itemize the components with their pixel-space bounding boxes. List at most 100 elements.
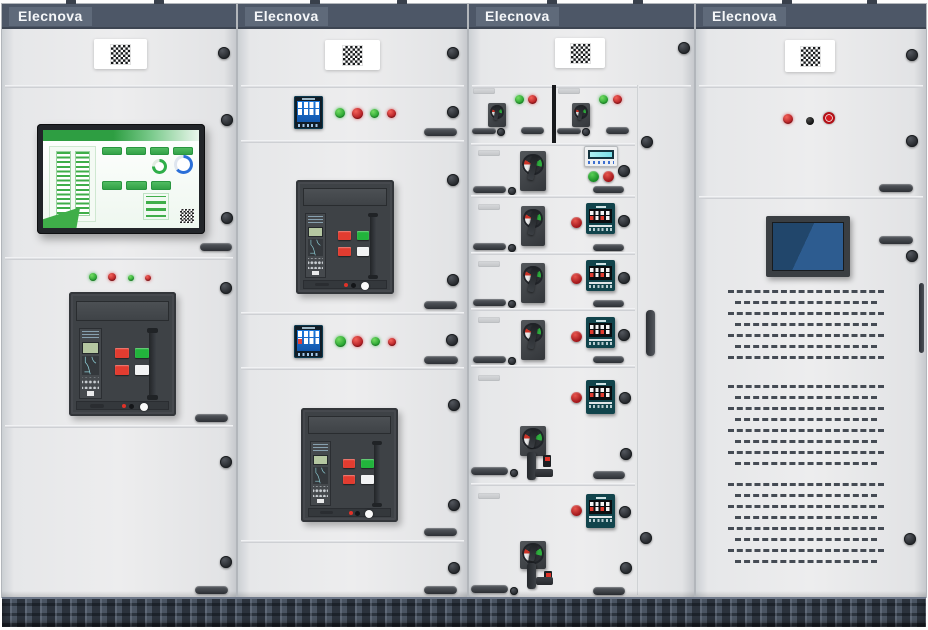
touch-power-meter[interactable] [294,96,323,129]
door-handle[interactable] [195,586,228,594]
drawer-lock-knob[interactable] [582,128,590,136]
acb-off-button[interactable] [338,231,351,241]
drawer-lock-knob[interactable] [618,329,630,341]
acb-trip-reset-button[interactable] [342,475,356,485]
drawer-handle[interactable] [593,356,624,363]
panel-lock-knob[interactable] [446,334,458,346]
drawer-lock-knob[interactable] [620,448,632,460]
panel-lock-knob[interactable] [220,556,232,568]
hmi-touchscreen[interactable] [37,124,205,234]
panel-lock-knob[interactable] [221,114,233,126]
panel-lock-knob[interactable] [218,47,230,59]
acb-test-button[interactable] [135,365,150,376]
led-power-meter[interactable] [586,380,615,414]
drawer-lock-knob[interactable] [508,244,516,252]
drawer-handle[interactable] [473,356,506,363]
meter-screen[interactable] [297,101,320,122]
panel-lock-knob[interactable] [447,174,459,186]
acb-trip-reset-button[interactable] [338,247,351,257]
touch-power-meter[interactable] [294,325,323,358]
door-handle[interactable] [424,301,457,309]
drawer-handle[interactable] [473,299,506,306]
drawer-handle[interactable] [593,244,624,251]
panel-lock-knob[interactable] [906,135,918,147]
drawer-lock-knob[interactable] [620,562,632,574]
lcd-keys[interactable] [588,161,614,164]
door-handle[interactable] [424,586,457,594]
acb-racking-handle[interactable] [371,440,383,508]
meter-screen[interactable] [297,330,320,351]
drawer-lock-knob[interactable] [497,128,505,136]
drawer-handle[interactable] [471,585,508,593]
panel-lock-knob[interactable] [220,282,232,294]
door-handle[interactable] [879,236,913,244]
drawer-handle[interactable] [471,467,508,475]
acb-trip-reset-button[interactable] [115,365,129,376]
door-handle[interactable] [879,184,913,192]
drawer-lock-knob[interactable] [618,165,630,177]
acb-test-button[interactable] [356,247,370,257]
drawer-lock-knob[interactable] [508,357,516,365]
door-handle[interactable] [424,528,457,536]
led-power-meter[interactable] [586,260,615,291]
door-handle[interactable] [424,128,457,136]
drawer-lock-knob[interactable] [510,469,518,477]
rotary-switch[interactable] [488,103,506,127]
start-button[interactable] [588,171,599,182]
acb-setting-dials[interactable] [313,486,328,497]
stop-button[interactable] [571,217,582,228]
panel-lock-knob[interactable] [906,250,918,262]
acb-off-button[interactable] [342,459,356,469]
door-handle[interactable] [200,243,232,251]
drawer-lock-knob[interactable] [618,272,630,284]
hmi-screen[interactable] [43,130,199,228]
drawer-handle[interactable] [593,471,625,479]
led-power-meter[interactable] [586,494,615,528]
drawer-lock-knob[interactable] [619,392,631,404]
led-power-meter[interactable] [586,317,615,348]
drawer-lock-knob[interactable] [619,506,631,518]
stop-button[interactable] [571,273,582,284]
drawer-handle[interactable] [593,186,624,193]
rotary-handle-stem[interactable] [527,563,536,589]
drawer-lock-knob[interactable] [618,215,630,227]
black-push-button[interactable] [806,117,814,125]
panel-lock-knob[interactable] [904,533,916,545]
acb-racking-handle[interactable] [367,212,379,280]
panel-lock-knob[interactable] [447,274,459,286]
panel-lock-knob[interactable] [640,532,652,544]
acb-test-button[interactable] [361,475,374,485]
panel-lock-knob[interactable] [448,562,460,574]
drawer-lock-knob[interactable] [508,300,516,308]
door-handle[interactable] [424,356,458,364]
hmi-menu-buttons[interactable] [102,180,171,190]
rotary-switch[interactable] [521,320,545,360]
acb-on-button[interactable] [356,231,370,241]
panel-lock-knob[interactable] [678,42,690,54]
hmi-status-buttons[interactable] [102,146,193,156]
rotary-handle-foot[interactable] [536,577,553,585]
aux-toggle[interactable] [543,455,551,467]
door-handle-vertical[interactable] [646,310,655,356]
emergency-stop-button[interactable] [823,112,835,124]
drawer-handle[interactable] [593,587,625,595]
acb-racking-handle[interactable] [147,327,159,401]
rotary-switch[interactable] [521,263,545,303]
drawer-handle[interactable] [473,186,506,193]
acb-setting-dials[interactable] [82,377,99,389]
rotary-switch[interactable] [520,151,546,191]
acb-setting-dials[interactable] [308,258,323,269]
panel-lock-knob[interactable] [448,399,460,411]
rotary-switch[interactable] [520,426,546,456]
stop-button[interactable] [603,171,614,182]
panel-lock-knob[interactable] [447,106,459,118]
drawer-handle[interactable] [472,128,496,134]
drawer-handle[interactable] [473,243,506,250]
drawer-handle[interactable] [593,300,624,307]
acb-on-button[interactable] [361,459,374,469]
panel-lock-knob[interactable] [641,136,653,148]
drawer-handle[interactable] [606,127,629,134]
acb-off-button[interactable] [115,347,129,358]
stop-button[interactable] [571,331,582,342]
drawer-handle[interactable] [557,128,581,134]
